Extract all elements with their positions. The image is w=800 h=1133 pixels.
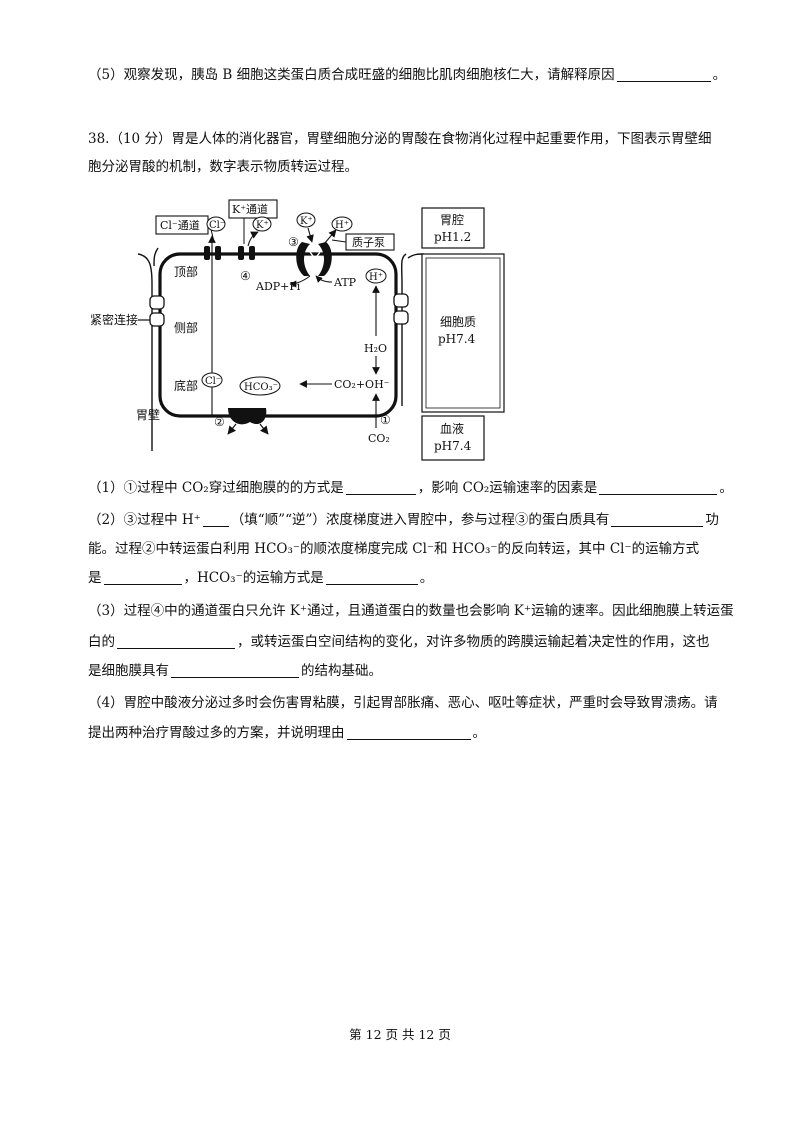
k-channel-protein bbox=[238, 246, 255, 260]
co2-blood-label: CO₂ bbox=[368, 432, 390, 445]
stomach-wall-label: 胃壁 bbox=[136, 407, 160, 422]
cl-channel-label: Cl⁻通道 bbox=[160, 218, 200, 232]
side-label: 侧部 bbox=[174, 320, 198, 335]
question-3-line3: 是细胞膜具有的结构基础。 bbox=[88, 663, 382, 679]
q37-5-text: （5）观察发现，胰岛 B 细胞这类蛋白质合成旺盛的细胞比肌肉细胞核仁大，请解释原… bbox=[88, 67, 615, 83]
question-2-line2: 能。过程②中转运蛋白利用 HCO₃⁻的顺浓度梯度完成 Cl⁻和 HCO₃⁻的反向… bbox=[88, 541, 700, 557]
svg-text:pH1.2: pH1.2 bbox=[434, 230, 471, 244]
proton-pump-protein bbox=[296, 242, 332, 276]
cl-ion-top bbox=[206, 216, 226, 232]
svg-text:pH7.4: pH7.4 bbox=[438, 332, 476, 346]
process-2-label: ② bbox=[214, 415, 225, 429]
process-3-label: ③ bbox=[288, 235, 299, 249]
process-1-label: ① bbox=[380, 413, 391, 427]
svg-text:血液: 血液 bbox=[440, 421, 464, 436]
question-3-line2: 白的，或转运蛋白空间结构的变化，对许多物质的跨膜运输起着决定性的作用，这也 bbox=[88, 634, 710, 650]
question-4-line1: （4）胃腔中酸液分泌过多时会伤害胃粘膜，引起胃部胀痛、恶心、呕吐等症状，严重时会… bbox=[88, 695, 718, 711]
answer-blank[interactable] bbox=[202, 512, 229, 527]
answer-blank[interactable] bbox=[346, 725, 471, 740]
cell-membrane bbox=[158, 252, 398, 418]
k-channel-label-box bbox=[228, 199, 278, 219]
svg-text:K⁺: K⁺ bbox=[256, 220, 269, 231]
question-2-line1: （2）③过程中 H⁺（填“顺”“逆”）浓度梯度进入胃腔中，参与过程③的蛋白质具有… bbox=[88, 512, 719, 528]
answer-blank[interactable] bbox=[599, 480, 718, 495]
question-4-line2: 提出两种治疗胃酸过多的方案，并说明理由。 bbox=[88, 725, 486, 741]
top-label: 顶部 bbox=[174, 264, 198, 279]
svg-text:K⁺: K⁺ bbox=[300, 216, 313, 227]
question-38-intro-line2: 胞分泌胃酸的机制，数字表示物质转运过程。 bbox=[88, 159, 358, 175]
k-ion-channel bbox=[252, 216, 272, 232]
h-ion-cytoplasm bbox=[365, 268, 387, 284]
question-37-5: （5）观察发现，胰岛 B 细胞这类蛋白质合成旺盛的细胞比肌肉细胞核仁大，请解释原… bbox=[88, 67, 727, 83]
h2o-label: H₂O bbox=[364, 342, 387, 355]
parietal-cell-diagram: 紧密连接 顶部 侧部 底部 胃壁 Cl⁻通道 Cl⁻ K⁺通道 K⁺ ④ ③ K… bbox=[90, 199, 505, 461]
process-4-label: ④ bbox=[240, 269, 251, 283]
svg-text:Cl⁻: Cl⁻ bbox=[209, 220, 225, 231]
atp-label: ATP bbox=[333, 276, 357, 289]
stomach-lumen-box: 胃腔 pH1.2 bbox=[421, 207, 485, 249]
h-ion-lumen bbox=[331, 216, 353, 232]
cytoplasm-box: 细胞质 pH7.4 bbox=[421, 253, 505, 413]
question-2-line3: 是，HCO₃⁻的运输方式是。 bbox=[88, 570, 434, 586]
answer-blank[interactable] bbox=[171, 663, 299, 678]
svg-text:H⁺: H⁺ bbox=[369, 272, 383, 283]
svg-text:H⁺: H⁺ bbox=[335, 220, 349, 231]
tight-junction-right bbox=[393, 293, 409, 325]
cl-channel-protein bbox=[204, 246, 221, 260]
page-footer: 第 12 页 共 12 页 bbox=[349, 1027, 451, 1042]
anion-exchanger-protein bbox=[228, 408, 267, 425]
svg-text:HCO₃⁻: HCO₃⁻ bbox=[244, 382, 278, 393]
svg-text:细胞质: 细胞质 bbox=[440, 315, 476, 329]
answer-blank[interactable] bbox=[325, 570, 418, 585]
question-3-line1: （3）过程④中的通道蛋白只允许 K⁺通过，且通道蛋白的数量也会影响 K⁺运输的速… bbox=[88, 603, 734, 619]
bottom-label: 底部 bbox=[174, 378, 198, 393]
svg-text:胃腔: 胃腔 bbox=[440, 212, 464, 227]
cl-ion-bottom bbox=[201, 372, 223, 388]
tight-junction-label: 紧密连接 bbox=[90, 312, 138, 327]
question-1: （1）①过程中 CO₂穿过细胞膜的的方式是，影响 CO₂运输速率的因素是。 bbox=[88, 480, 733, 496]
answer-blank[interactable] bbox=[117, 634, 235, 649]
hco3-ion bbox=[239, 376, 281, 396]
proton-pump-label: 质子泵 bbox=[352, 236, 385, 249]
k-channel-label: K⁺通道 bbox=[232, 202, 268, 216]
blood-box: 血液 pH7.4 bbox=[421, 415, 485, 461]
answer-blank[interactable] bbox=[103, 570, 182, 585]
co2-oh-label: CO₂+OH⁻ bbox=[334, 378, 390, 391]
svg-text:Cl⁻: Cl⁻ bbox=[205, 376, 221, 387]
answer-blank[interactable] bbox=[616, 67, 711, 82]
answer-blank[interactable] bbox=[611, 512, 704, 527]
question-38-intro-line1: 38.（10 分）胃是人体的消化器官，胃壁细胞分泌的胃酸在食物消化过程中起重要作… bbox=[88, 131, 712, 147]
answer-blank[interactable] bbox=[345, 480, 416, 495]
svg-text:pH7.4: pH7.4 bbox=[434, 439, 472, 453]
k-ion-pump bbox=[296, 212, 316, 228]
adp-label: ADP+Pi bbox=[255, 280, 301, 293]
